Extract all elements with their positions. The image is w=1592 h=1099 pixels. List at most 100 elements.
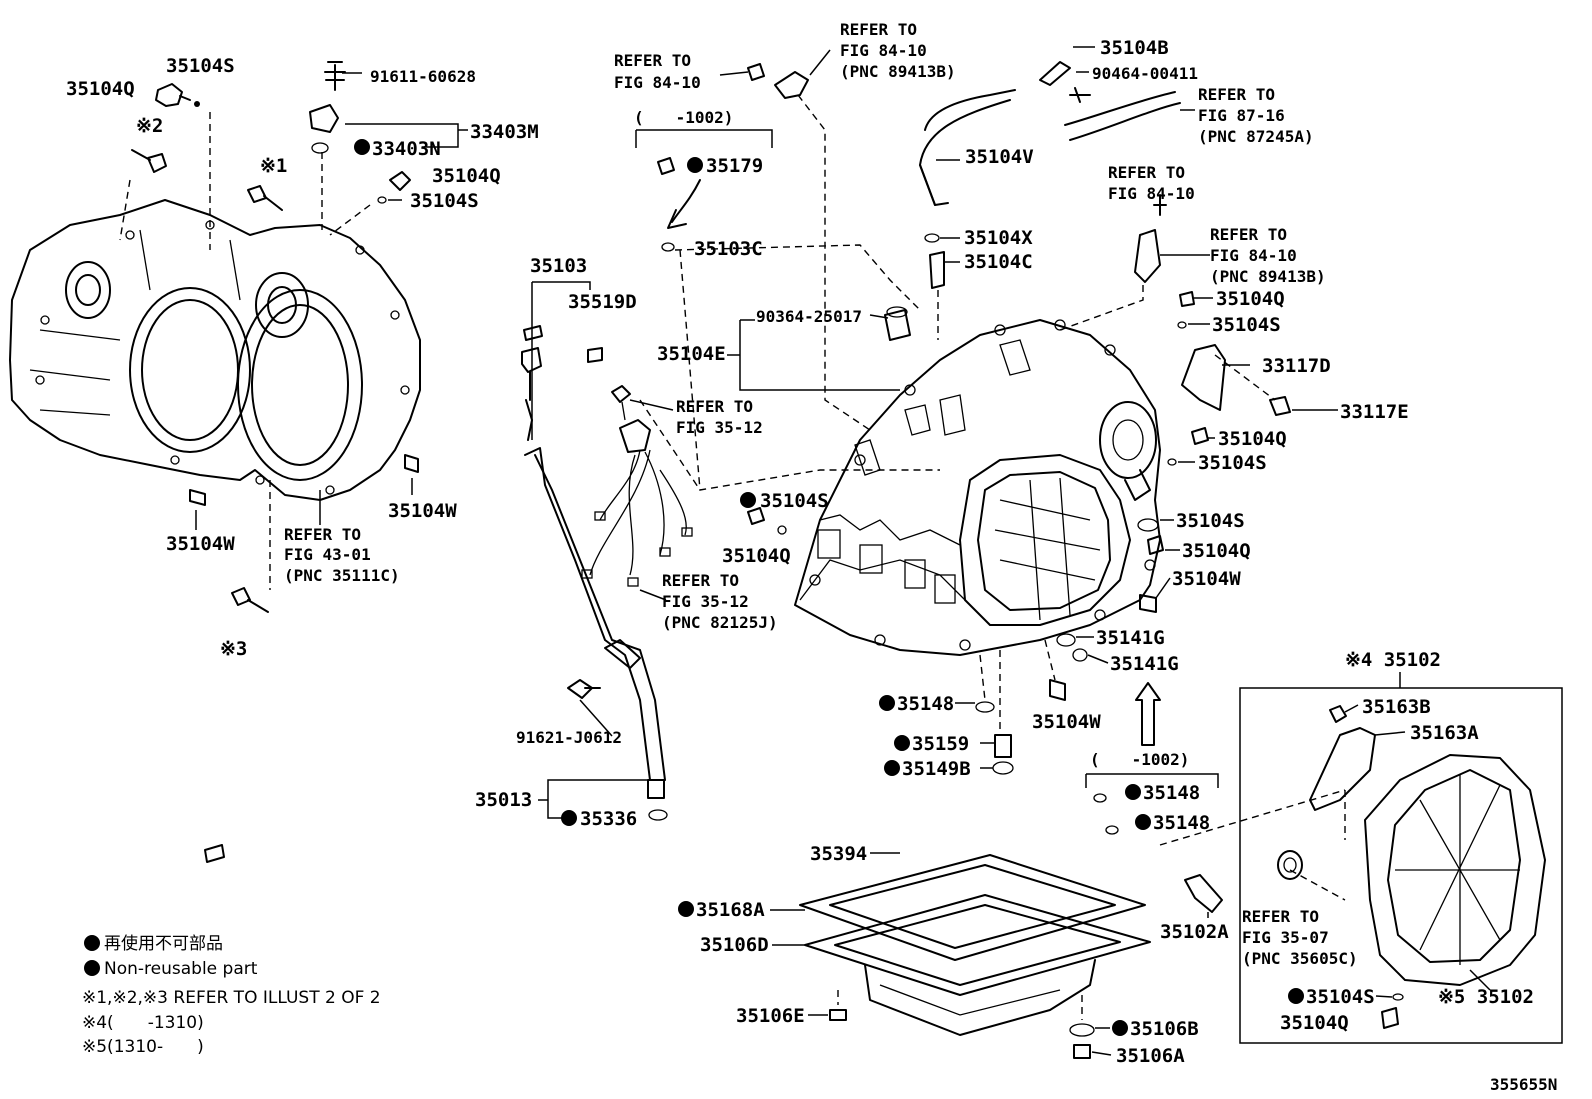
part-label: 35104Q bbox=[1182, 540, 1251, 562]
part-label: 35141G bbox=[1096, 627, 1165, 649]
callout-mark: ※3 bbox=[220, 638, 247, 660]
part-label: 35104S bbox=[1212, 314, 1281, 336]
non-reusable-marker bbox=[687, 157, 703, 173]
non-reusable-marker bbox=[354, 139, 370, 155]
non-reusable-marker bbox=[561, 810, 577, 826]
part-label: ※5 35102 bbox=[1438, 986, 1534, 1008]
callout-mark: ※2 bbox=[136, 115, 163, 137]
legend-marker bbox=[84, 935, 100, 951]
part-label: 35104S bbox=[410, 190, 479, 212]
reference-text: FIG 84-10 bbox=[840, 41, 927, 60]
part-label: 35163B bbox=[1362, 696, 1431, 718]
part-label: 35102A bbox=[1160, 921, 1229, 943]
legend-note-4: ※4( -1310) bbox=[82, 1013, 204, 1033]
part-label: 35148 bbox=[1153, 812, 1210, 834]
reference-text: FIG 84-10 bbox=[614, 73, 701, 92]
part-label: 35104Q bbox=[432, 165, 501, 187]
reference-text: (PNC 35605C) bbox=[1242, 949, 1358, 968]
part-label: 35104Q bbox=[1218, 428, 1287, 450]
part-label: 35104S bbox=[1176, 510, 1245, 532]
part-label: 90464-00411 bbox=[1092, 64, 1198, 83]
reference-text: (PNC 89413B) bbox=[1210, 267, 1326, 286]
reference-text: FIG 43-01 bbox=[284, 545, 371, 564]
non-reusable-marker bbox=[884, 760, 900, 776]
case-hardware bbox=[657, 61, 1291, 835]
non-reusable-marker bbox=[1288, 988, 1304, 1004]
part-label: 35141G bbox=[1110, 653, 1179, 675]
part-label: 35104V bbox=[965, 146, 1034, 168]
non-reusable-marker bbox=[1135, 814, 1151, 830]
part-label: 35149B bbox=[902, 758, 971, 780]
part-label: ※4 35102 bbox=[1345, 649, 1441, 671]
legend-non-reusable-en: Non-reusable part bbox=[104, 959, 258, 979]
part-label: 35179 bbox=[706, 155, 763, 177]
part-label: 35159 bbox=[912, 733, 969, 755]
extension-housing-drawing bbox=[1239, 672, 1563, 1044]
production-range: ( -1002) bbox=[1090, 750, 1189, 769]
legend-note-5: ※5(1310- ) bbox=[82, 1037, 204, 1057]
part-label: 33403N bbox=[372, 138, 441, 160]
part-label: 35104W bbox=[1172, 568, 1241, 590]
part-label: 35104Q bbox=[1280, 1012, 1349, 1034]
reference-text: REFER TO bbox=[1198, 85, 1275, 104]
part-label: 35106E bbox=[736, 1005, 805, 1027]
reference-text: (PNC 87245A) bbox=[1198, 127, 1314, 146]
reference-text: FIG 84-10 bbox=[1210, 246, 1297, 265]
legend: 再使用不可部品 Non-reusable part ※1,※2,※3 REFER… bbox=[82, 933, 381, 1057]
non-reusable-marker bbox=[1125, 784, 1141, 800]
reference-text: (PNC 35111C) bbox=[284, 566, 400, 585]
reference-text: FIG 35-07 bbox=[1242, 928, 1329, 947]
non-reusable-marker bbox=[678, 901, 694, 917]
reference-text: REFER TO bbox=[614, 51, 691, 70]
non-reusable-marker bbox=[879, 695, 895, 711]
part-label: 35104S bbox=[166, 55, 235, 77]
part-labels: 35104Q 35104S ※2 ※1 ※3 91611-60628 33403… bbox=[66, 20, 1534, 1067]
legend-note-refer: ※1,※2,※3 REFER TO ILLUST 2 OF 2 bbox=[82, 988, 381, 1008]
part-label: 35104S bbox=[760, 490, 829, 512]
part-label: 35104W bbox=[1032, 711, 1101, 733]
part-label: 35104Q bbox=[66, 78, 135, 100]
part-label: 35104W bbox=[166, 533, 235, 555]
wire-harness-drawing bbox=[581, 385, 693, 587]
part-label: 35168A bbox=[696, 899, 765, 921]
part-label: 35104S bbox=[1306, 986, 1375, 1008]
oil-level-gauge-drawing bbox=[521, 281, 668, 821]
non-reusable-marker bbox=[894, 735, 910, 751]
reference-text: FIG 87-16 bbox=[1198, 106, 1285, 125]
reference-text: REFER TO bbox=[676, 397, 753, 416]
non-reusable-markers bbox=[84, 139, 1304, 1036]
part-label: 35106D bbox=[700, 934, 769, 956]
part-label: 35013 bbox=[475, 789, 532, 811]
part-label: 35104X bbox=[964, 227, 1033, 249]
part-label: 35106A bbox=[1116, 1045, 1185, 1067]
part-label: 35103 bbox=[530, 255, 587, 277]
part-label: 35336 bbox=[580, 808, 637, 830]
case-leader-lines bbox=[639, 94, 1346, 1020]
part-label: 35394 bbox=[810, 843, 867, 865]
reference-text: (PNC 89413B) bbox=[840, 62, 956, 81]
part-label: 35148 bbox=[897, 693, 954, 715]
part-label: 35104W bbox=[388, 500, 457, 522]
part-label: 33117D bbox=[1262, 355, 1331, 377]
reference-text: FIG 35-12 bbox=[676, 418, 763, 437]
illustration-id: 355655N bbox=[1490, 1075, 1557, 1094]
part-label: 35104B bbox=[1100, 37, 1169, 59]
oil-pan-drawing bbox=[204, 844, 1223, 1059]
part-label: 35104S bbox=[1198, 452, 1267, 474]
housing-leader-lines bbox=[119, 72, 468, 590]
reference-text: REFER TO bbox=[662, 571, 739, 590]
transaxle-housing-drawing bbox=[9, 199, 421, 501]
part-label: 35106B bbox=[1130, 1018, 1199, 1040]
callout-mark: ※1 bbox=[260, 155, 287, 177]
part-label: 35103C bbox=[694, 238, 763, 260]
part-label: 35104C bbox=[964, 251, 1033, 273]
legend-non-reusable-jp: 再使用不可部品 bbox=[104, 933, 223, 954]
part-label: 33117E bbox=[1340, 401, 1409, 423]
part-label: 91621-J0612 bbox=[516, 728, 622, 747]
part-label: 35104E bbox=[657, 343, 726, 365]
reference-text: REFER TO bbox=[1108, 163, 1185, 182]
part-label: 91611-60628 bbox=[370, 67, 476, 86]
part-label: 33403M bbox=[470, 121, 539, 143]
part-label: 35104Q bbox=[722, 545, 791, 567]
